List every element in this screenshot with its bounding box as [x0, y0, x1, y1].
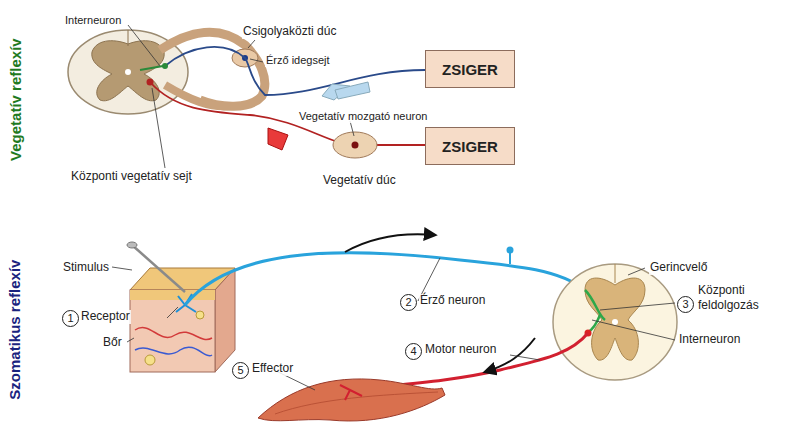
- organ-box: ZSIGER: [425, 127, 515, 165]
- part-label: Motor neuron: [424, 343, 497, 357]
- callout-number: 5: [232, 362, 249, 379]
- part-label: Csigolyaközti dúc: [242, 25, 337, 39]
- part-label: Interneuron: [678, 333, 741, 347]
- section-title: Szomatikus reflexív: [6, 259, 23, 401]
- callout-number: 1: [62, 310, 79, 327]
- part-label: Központi feldolgozás: [697, 283, 795, 313]
- callout-number: 3: [677, 296, 694, 313]
- part-label: Gerincvelő: [649, 261, 708, 275]
- callout-number: 2: [400, 294, 417, 311]
- part-label: Vegetatív mozgató neuron: [298, 110, 428, 123]
- organ-box: ZSIGER: [425, 50, 515, 88]
- organ-label: ZSIGER: [442, 61, 498, 78]
- part-label: Érző neuron: [419, 294, 486, 308]
- part-label: Stimulus: [62, 261, 110, 275]
- skin-block: [130, 268, 235, 372]
- part-label: Interneuron: [64, 14, 122, 27]
- muscle: [258, 379, 445, 421]
- part-label: Bőr: [102, 336, 123, 350]
- spinal-cord-bottom: [553, 264, 677, 380]
- part-label: Érző idegsejt: [265, 54, 331, 67]
- callout-number: 4: [405, 343, 422, 360]
- part-label: Effector: [251, 362, 294, 376]
- part-label: Központi vegetatív sejt: [70, 170, 193, 184]
- part-label: Receptor: [80, 310, 131, 324]
- section-title: Vegetatív reflexív: [6, 38, 23, 163]
- part-label: Vegetatív dúc: [322, 174, 397, 188]
- organ-label: ZSIGER: [442, 138, 498, 155]
